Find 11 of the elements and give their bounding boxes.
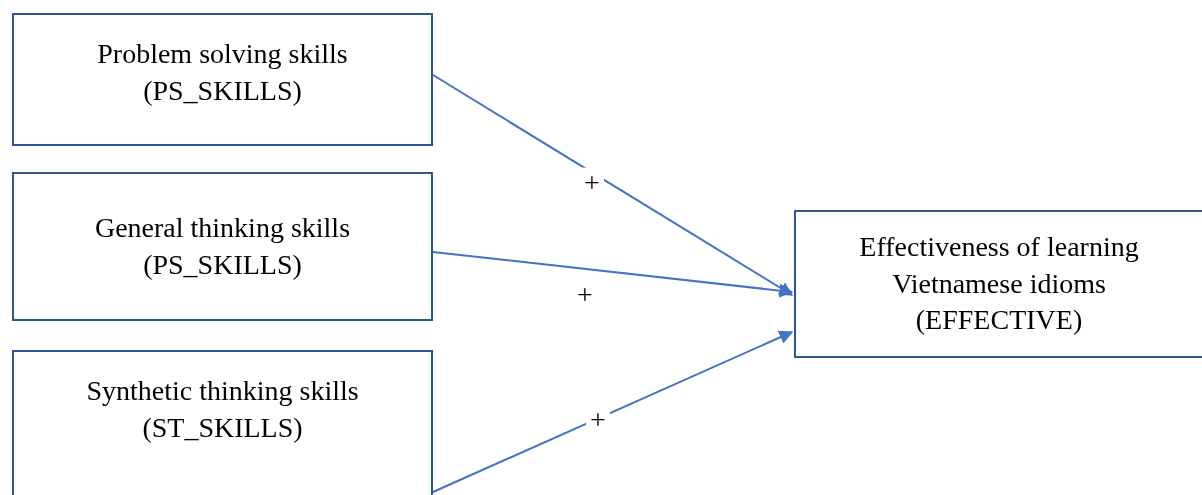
node-text: General thinking skills (PS_SKILLS) <box>93 211 352 282</box>
arrow <box>432 330 794 493</box>
process-box <box>12 172 433 321</box>
node-text: Effectiveness of learning Vietnamese idioms (EFFECTIVE) <box>858 230 1140 338</box>
arrow <box>432 74 794 296</box>
node-text: Synthetic thinking skills (ST_SKILLS) <box>85 374 360 445</box>
process-box <box>12 13 433 146</box>
arrow <box>432 251 794 298</box>
process-box <box>12 350 433 495</box>
node-text: Problem solving skills (PS_SKILLS) <box>96 37 349 108</box>
process-box <box>794 210 1202 358</box>
